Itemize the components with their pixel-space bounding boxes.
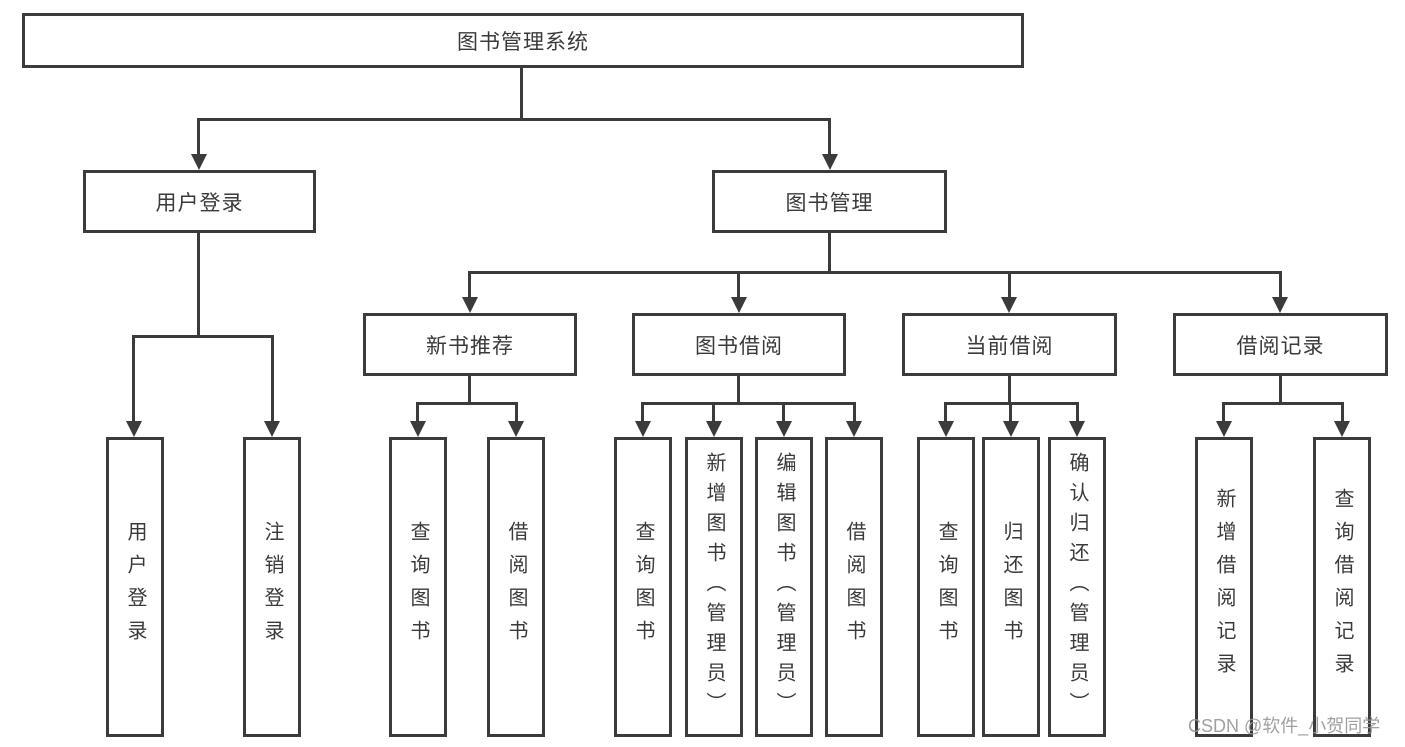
node-new-book-recommendation: 新书推荐 — [363, 313, 577, 376]
arrowhead-down — [731, 297, 747, 313]
leaf-label: 新增借阅记录 — [1213, 488, 1235, 686]
leaf-label: 借阅图书 — [505, 521, 527, 653]
connector-line — [468, 376, 471, 404]
node-label: 图书管理 — [785, 191, 874, 215]
leaf-label: 查询借阅记录 — [1331, 488, 1353, 686]
node-label: 图书借阅 — [695, 334, 783, 358]
connector-line — [271, 335, 274, 423]
leaf-cb-return-books: 归还图书 — [982, 437, 1040, 737]
arrowhead-down — [508, 421, 524, 437]
arrowhead-down — [264, 421, 280, 437]
connector-line — [1076, 402, 1079, 424]
leaf-user-login: 用户登录 — [106, 437, 164, 737]
connector-line — [828, 233, 831, 273]
connector-line — [782, 402, 785, 424]
arrowhead-down — [1001, 297, 1017, 313]
node-label: 新书推荐 — [426, 334, 514, 358]
connector-line — [520, 68, 523, 120]
connector-line — [468, 271, 1282, 274]
connector-line — [197, 233, 200, 337]
arrowhead-down — [846, 421, 862, 437]
leaf-label: 注销登录 — [261, 521, 283, 653]
node-label: 图书管理系统 — [457, 30, 589, 54]
arrowhead-down — [822, 154, 838, 170]
node-library-management-system: 图书管理系统 — [22, 13, 1024, 68]
leaf-br-query-record: 查询借阅记录 — [1313, 437, 1371, 737]
connector-line — [1008, 271, 1011, 299]
connector-line — [641, 402, 644, 424]
connector-line — [197, 118, 200, 156]
leaf-cb-confirm-return: 确认归还（管理员） — [1048, 437, 1106, 737]
connector-line — [853, 402, 856, 424]
leaf-bb-edit-books: 编辑图书（管理员） — [755, 437, 813, 737]
connector-line — [828, 118, 831, 156]
connector-line — [416, 402, 419, 424]
connector-line — [1279, 271, 1282, 299]
connector-line — [468, 271, 471, 299]
leaf-label: 编辑图书（管理员） — [773, 452, 795, 722]
connector-line — [641, 402, 856, 405]
leaf-label: 查询图书 — [407, 521, 429, 653]
csdn-watermark: CSDN @软件_小贺同学 — [1188, 716, 1381, 736]
node-book-management: 图书管理 — [712, 170, 947, 233]
arrowhead-down — [1003, 421, 1019, 437]
node-book-borrowing: 图书借阅 — [632, 313, 846, 376]
node-label: 当前借阅 — [965, 334, 1054, 358]
leaf-bb-query-books: 查询图书 — [614, 437, 672, 737]
leaf-nbr-query-books: 查询图书 — [389, 437, 447, 737]
leaf-bb-add-books: 新增图书（管理员） — [685, 437, 743, 737]
node-user-login: 用户登录 — [83, 170, 316, 233]
arrowhead-down — [776, 421, 792, 437]
arrowhead-down — [126, 421, 142, 437]
connector-line — [1009, 402, 1012, 424]
connector-line — [944, 402, 947, 424]
leaf-label: 借阅图书 — [843, 521, 865, 653]
connector-line — [712, 402, 715, 424]
arrowhead-down — [1216, 421, 1232, 437]
arrowhead-down — [1272, 297, 1288, 313]
connector-line — [1341, 402, 1344, 424]
arrowhead-down — [410, 421, 426, 437]
node-borrowing-records: 借阅记录 — [1173, 313, 1388, 376]
arrowhead-down — [462, 297, 478, 313]
arrowhead-down — [191, 154, 207, 170]
arrowhead-down — [635, 421, 651, 437]
connector-line — [515, 402, 518, 424]
connector-line — [1279, 376, 1282, 404]
leaf-label: 确认归还（管理员） — [1066, 452, 1088, 722]
leaf-bb-borrow-books: 借阅图书 — [825, 437, 883, 737]
leaf-label: 用户登录 — [124, 521, 146, 653]
connector-line — [1222, 402, 1225, 424]
connector-line — [416, 402, 518, 405]
leaf-cb-query-books: 查询图书 — [917, 437, 975, 737]
connector-line — [1008, 376, 1011, 404]
leaf-label: 查询图书 — [632, 521, 654, 653]
connector-line — [132, 335, 274, 338]
leaf-br-add-record: 新增借阅记录 — [1195, 437, 1253, 737]
connector-line — [737, 271, 740, 299]
connector-line — [737, 376, 740, 404]
arrowhead-down — [1334, 421, 1350, 437]
leaf-label: 新增图书（管理员） — [703, 452, 725, 722]
arrowhead-down — [706, 421, 722, 437]
leaf-label: 查询图书 — [935, 521, 957, 653]
leaf-logout: 注销登录 — [243, 437, 301, 737]
node-label: 用户登录 — [155, 191, 244, 215]
arrowhead-down — [938, 421, 954, 437]
connector-line — [197, 118, 831, 121]
connector-line — [132, 335, 135, 423]
connector-line — [1222, 402, 1344, 405]
leaf-nbr-borrow-books: 借阅图书 — [487, 437, 545, 737]
node-current-borrowing: 当前借阅 — [902, 313, 1117, 376]
leaf-label: 归还图书 — [1000, 521, 1022, 653]
node-label: 借阅记录 — [1236, 334, 1325, 358]
arrowhead-down — [1069, 421, 1085, 437]
